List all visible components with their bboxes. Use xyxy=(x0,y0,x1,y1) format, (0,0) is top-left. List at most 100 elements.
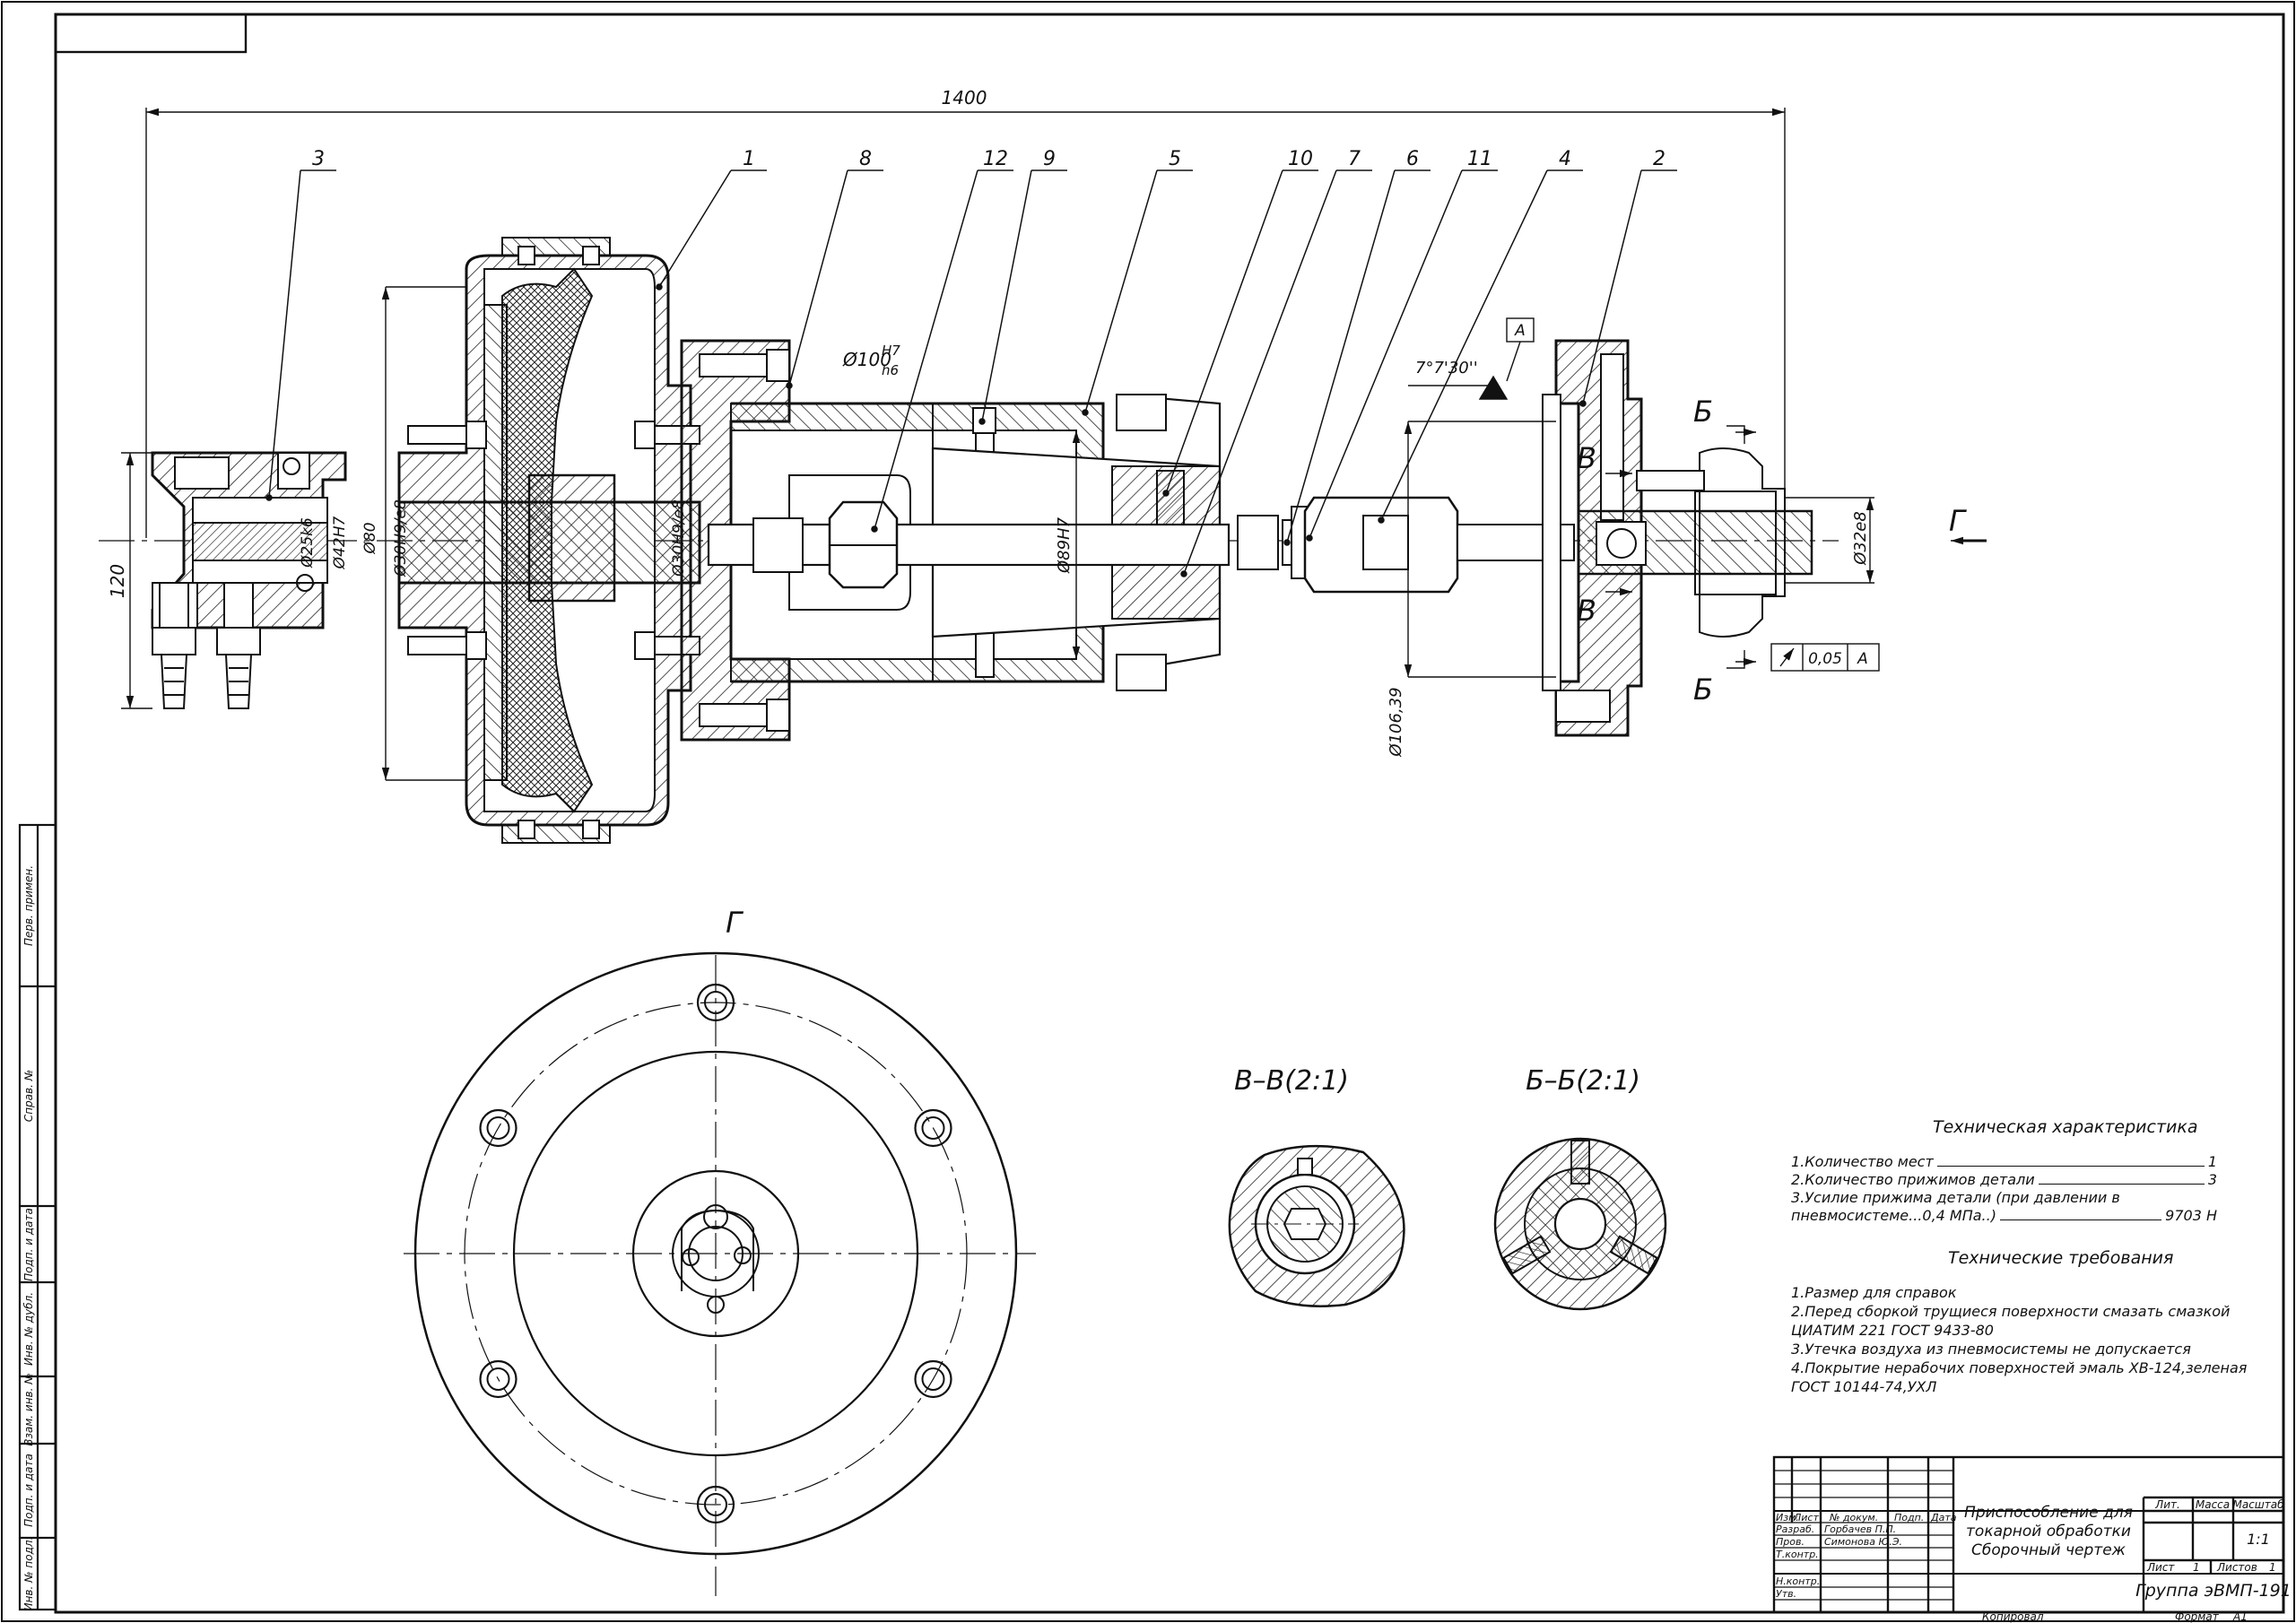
callout-leader xyxy=(874,169,978,530)
callout-number: 12 xyxy=(983,148,1008,170)
dim-d100: Ø100 xyxy=(842,349,891,370)
tech-characteristic-value: 3 xyxy=(2207,1171,2217,1188)
callout-leader xyxy=(1286,169,1396,543)
callout-leader xyxy=(1309,169,1463,539)
tb-header-izm: Изм. xyxy=(1776,1512,1799,1523)
title-block-text: Изм. Лист № докум. Подп. Дата Разраб.Гор… xyxy=(1776,1498,2292,1623)
tolerance-value: 0,05 xyxy=(1808,650,1842,668)
callout-dot xyxy=(1180,570,1187,577)
dim-d30-left: Ø30H9/e8 xyxy=(392,499,410,577)
bolt-head xyxy=(479,1359,517,1399)
leader-line xyxy=(1999,1219,2162,1220)
tb-role-name: Горбачев П.П. xyxy=(1824,1523,1896,1535)
dim-d42: Ø42H7 xyxy=(331,516,349,570)
tb-role: Утв. xyxy=(1776,1588,1796,1600)
tb-role: Пров. xyxy=(1776,1536,1805,1548)
view-g-title: Г xyxy=(726,906,744,940)
tb-scale-value: 1:1 xyxy=(2247,1531,2270,1548)
tech-requirement-line: 3.Утечка воздуха из пневмосистемы не доп… xyxy=(1791,1341,2191,1358)
callout-dot xyxy=(1283,539,1291,546)
tb-role: Т.контр. xyxy=(1776,1549,1819,1560)
side-stamp-label: Справ. № xyxy=(22,1070,35,1122)
side-stamp-label: Взам. инв. № xyxy=(22,1373,35,1445)
section-vv-title: В–В(2:1) xyxy=(1234,1065,1349,1097)
section-bb: Б–Б(2:1) xyxy=(1493,1065,1667,1311)
dim-d100-fit-bottom: h6 xyxy=(882,362,899,378)
view-g-bolt-circle xyxy=(479,983,952,1524)
callout-leader xyxy=(1165,169,1283,494)
callout-leader xyxy=(1380,169,1548,521)
callout-number: 9 xyxy=(1043,148,1056,170)
dim-d100-fit-top: H7 xyxy=(882,343,900,359)
bolt-head xyxy=(696,983,735,1022)
bolt-washer xyxy=(486,1116,510,1140)
side-stamp-label: Инв. № дубл. xyxy=(22,1292,35,1366)
callout-number: 6 xyxy=(1406,148,1419,170)
view-g-end-view: Г xyxy=(404,906,1036,1596)
assembly-main-view xyxy=(99,237,1839,844)
tech-requirement-line: 1.Размер для справок xyxy=(1791,1284,1957,1301)
callout-dot xyxy=(265,494,273,501)
bolt-head xyxy=(914,1359,952,1399)
callout-dot xyxy=(1306,534,1313,542)
callout-number: 4 xyxy=(1559,148,1571,170)
dim-d106: Ø106,39 xyxy=(1387,687,1405,757)
callout-dot xyxy=(1378,516,1385,524)
bolt-head xyxy=(696,1485,735,1524)
dimension-texts: 1400 120 Ø100 H7 h6 Ø89H7 Ø25k6 Ø42H7 Ø8… xyxy=(107,87,1967,758)
dim-d89: Ø89H7 xyxy=(1055,516,1074,574)
tb-sheet-label: Лист xyxy=(2146,1561,2175,1574)
tb-role-name: Симонова Ю.Э. xyxy=(1824,1536,1902,1548)
tb-title-line-3: Сборочный чертеж xyxy=(1971,1541,2126,1559)
height-dimension-label: 120 xyxy=(107,564,128,598)
tb-header-doc: № докум. xyxy=(1829,1512,1878,1523)
tech-requirement-line: 2.Перед сборкой трущиеся поверхности сма… xyxy=(1791,1303,2231,1320)
tb-group: Группа эВМП-191 xyxy=(2135,1581,2292,1601)
section-bb-title: Б–Б(2:1) xyxy=(1526,1065,1640,1097)
side-stamp-label: Перв. примен. xyxy=(22,865,35,946)
callout-number: 1 xyxy=(743,148,755,170)
draw-rod xyxy=(707,500,1279,589)
overall-length-label: 1400 xyxy=(942,87,987,108)
tb-sheet-value: 1 xyxy=(2193,1561,2200,1574)
footer-format-label: Формат xyxy=(2175,1610,2220,1623)
dimension-lines xyxy=(121,108,1987,781)
section-mark-b-top: Б xyxy=(1693,395,1713,429)
footer-format-value: А1 xyxy=(2232,1610,2248,1623)
pneumatic-chamber xyxy=(397,237,701,844)
tb-title-line-2: токарной обработки xyxy=(1966,1523,2131,1541)
callout-leader xyxy=(1582,169,1642,404)
tb-sheets-label: Листов xyxy=(2216,1561,2257,1574)
angle-dimension: 7°7'30'' xyxy=(1415,359,1478,378)
tb-header-list: Лист xyxy=(1793,1512,1819,1523)
tb-roles: Разраб.Горбачев П.П.Пров.Симонова Ю.Э.Т.… xyxy=(1776,1523,1902,1600)
tech-requirements-heading: Технические требования xyxy=(1948,1248,2174,1268)
tb-lit-label: Лит. xyxy=(2154,1498,2180,1511)
tech-requirement-line: ЦИАТИМ 221 ГОСТ 9433-80 xyxy=(1791,1322,1994,1339)
tech-requirement-line: 4.Покрытие нерабочих поверхностей эмаль … xyxy=(1791,1359,2248,1376)
callout-number: 3 xyxy=(312,148,325,170)
side-stamp-label: Подп. и дата xyxy=(22,1208,35,1281)
tb-title-line-1: Приспособление для xyxy=(1964,1504,2133,1522)
section-mark-v-top: В xyxy=(1577,441,1596,475)
callout-dot xyxy=(1082,409,1089,416)
callout-leader xyxy=(268,169,301,499)
bolt-washer xyxy=(486,1367,510,1391)
datum-a-label: A xyxy=(1514,322,1526,340)
bolt-washer xyxy=(704,1493,727,1516)
tech-characteristic-text: 1.Количество мест xyxy=(1791,1153,1934,1170)
threaded-connector xyxy=(1282,496,1575,594)
side-stamp-label: Инв. № подл. xyxy=(22,1537,35,1611)
tb-sheets-value: 1 xyxy=(2269,1561,2276,1574)
callout-number: 5 xyxy=(1169,148,1181,170)
callout-dot xyxy=(1162,490,1170,497)
bolt-washer xyxy=(921,1116,945,1140)
tb-role: Н.контр. xyxy=(1776,1575,1820,1587)
bolt-washer xyxy=(921,1367,945,1391)
tb-scale-label: Масштаб xyxy=(2232,1498,2284,1511)
callout-dot xyxy=(1579,400,1587,407)
section-mark-b-bottom: Б xyxy=(1693,673,1713,707)
